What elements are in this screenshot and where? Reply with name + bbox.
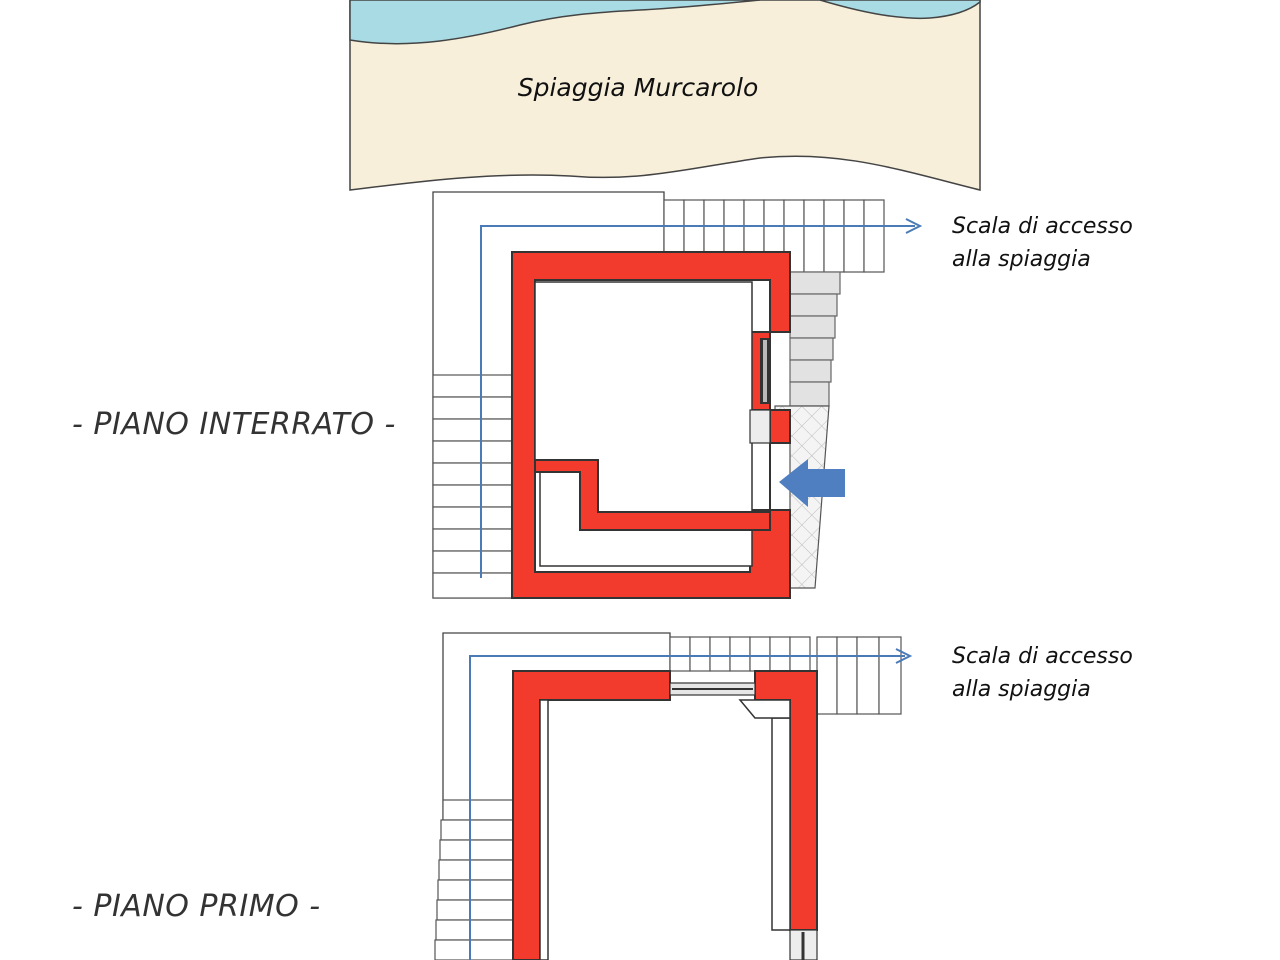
basement-left-stair [432, 374, 513, 599]
first-route-arrowhead [895, 648, 913, 664]
stair-label-bottom-line1: Scala di accesso [952, 644, 1133, 669]
first-left-stair [434, 799, 514, 960]
beach-label: Spiaggia Murcarolo [518, 73, 759, 102]
sea-right [819, 0, 981, 20]
first-floor-plan: Scala di accesso alla spiaggia - PIANO P… [72, 632, 1133, 960]
stair-label-top-line1: Scala di accesso [952, 214, 1133, 239]
stair-label-bottom-line2: alla spiaggia [952, 677, 1091, 702]
first-route-line [469, 655, 905, 960]
floor-label-first: - PIANO PRIMO - [72, 889, 321, 924]
entrance-arrow-icon [779, 459, 845, 507]
floor-label-basement: - PIANO INTERRATO - [72, 407, 396, 442]
first-floor-walls [512, 670, 671, 960]
basement-route-arrowhead [905, 218, 923, 234]
basement-right-stair [789, 271, 841, 407]
basement-route-line [480, 225, 915, 578]
beach-area: Spiaggia Murcarolo [349, 0, 981, 191]
sand [349, 0, 981, 191]
basement-internal-wall [534, 459, 771, 531]
stair-label-top-line2: alla spiaggia [952, 247, 1091, 272]
basement-plan: Scala di accesso alla spiaggia - PIANO I… [72, 191, 1133, 599]
sea [349, 0, 761, 45]
